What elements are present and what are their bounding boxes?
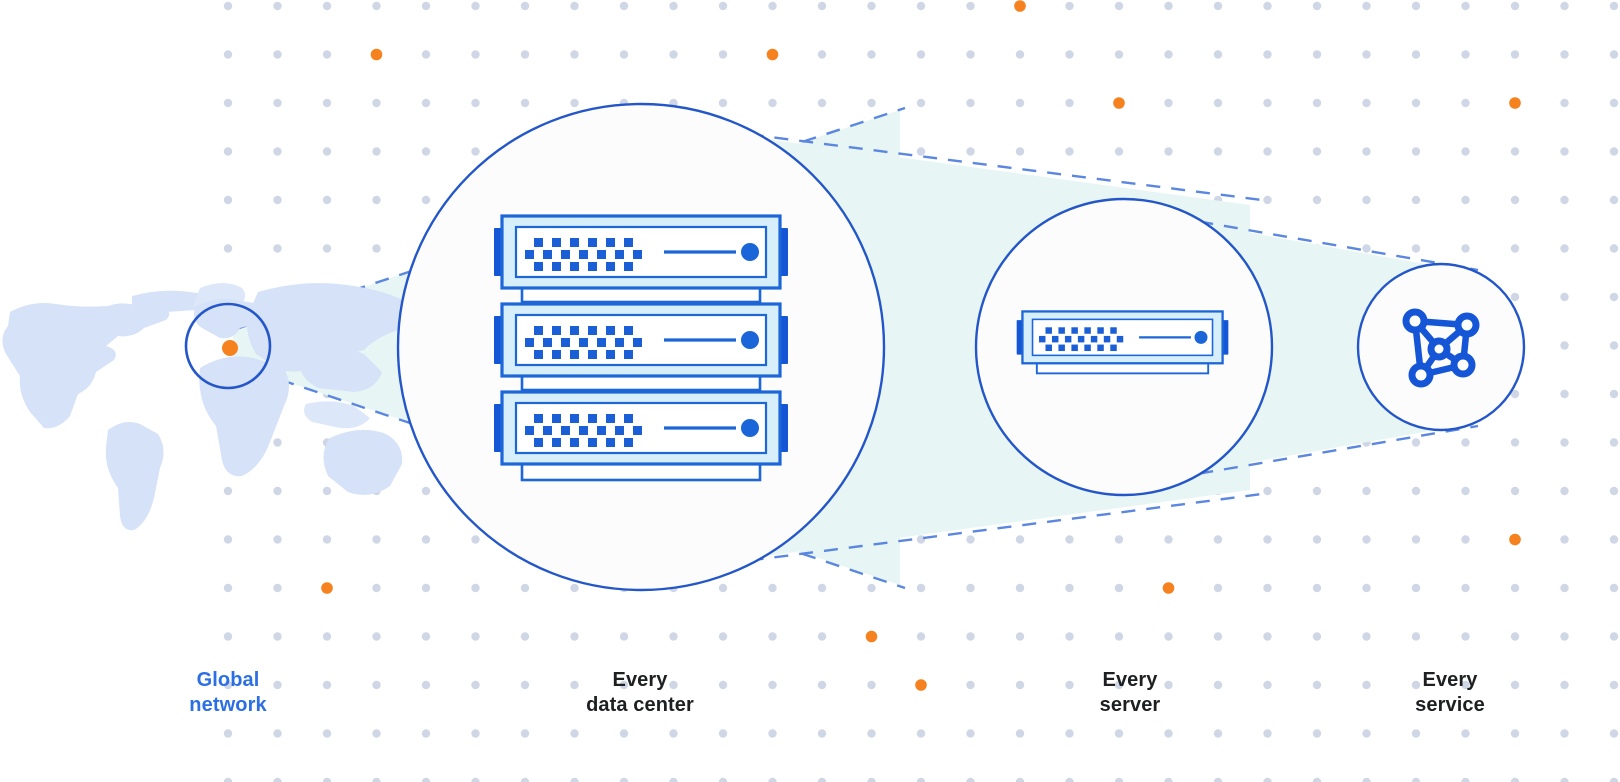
global-location-pin xyxy=(222,340,238,356)
single-server-unit xyxy=(1015,310,1230,375)
status-led xyxy=(741,331,759,349)
datacenter-stage xyxy=(396,102,886,592)
status-led xyxy=(741,243,759,261)
label-every-service: Every service xyxy=(1415,669,1485,716)
vent-dot-pattern xyxy=(525,238,642,271)
global-location-marker-circle xyxy=(184,302,272,390)
server-unit xyxy=(492,302,790,378)
label-every-data-center: Every data center xyxy=(586,669,694,716)
server-stage xyxy=(974,197,1274,497)
status-led xyxy=(741,419,759,437)
world-map-illustration xyxy=(2,283,416,531)
network-node xyxy=(1408,362,1434,388)
server-rack xyxy=(492,214,790,482)
service-stage xyxy=(1356,262,1526,432)
status-led xyxy=(1194,330,1208,344)
label-global-network: Global network xyxy=(189,669,267,716)
vent-dot-pattern xyxy=(1039,327,1124,352)
network-node xyxy=(1402,308,1428,334)
label-every-server: Every server xyxy=(1099,669,1161,716)
server-unit xyxy=(492,390,790,466)
server-unit xyxy=(492,214,790,290)
network-node xyxy=(1450,352,1476,378)
vent-dot-pattern xyxy=(525,326,642,359)
network-node xyxy=(1427,337,1451,361)
network-mesh-icon xyxy=(1402,308,1480,388)
network-node xyxy=(1454,312,1480,338)
